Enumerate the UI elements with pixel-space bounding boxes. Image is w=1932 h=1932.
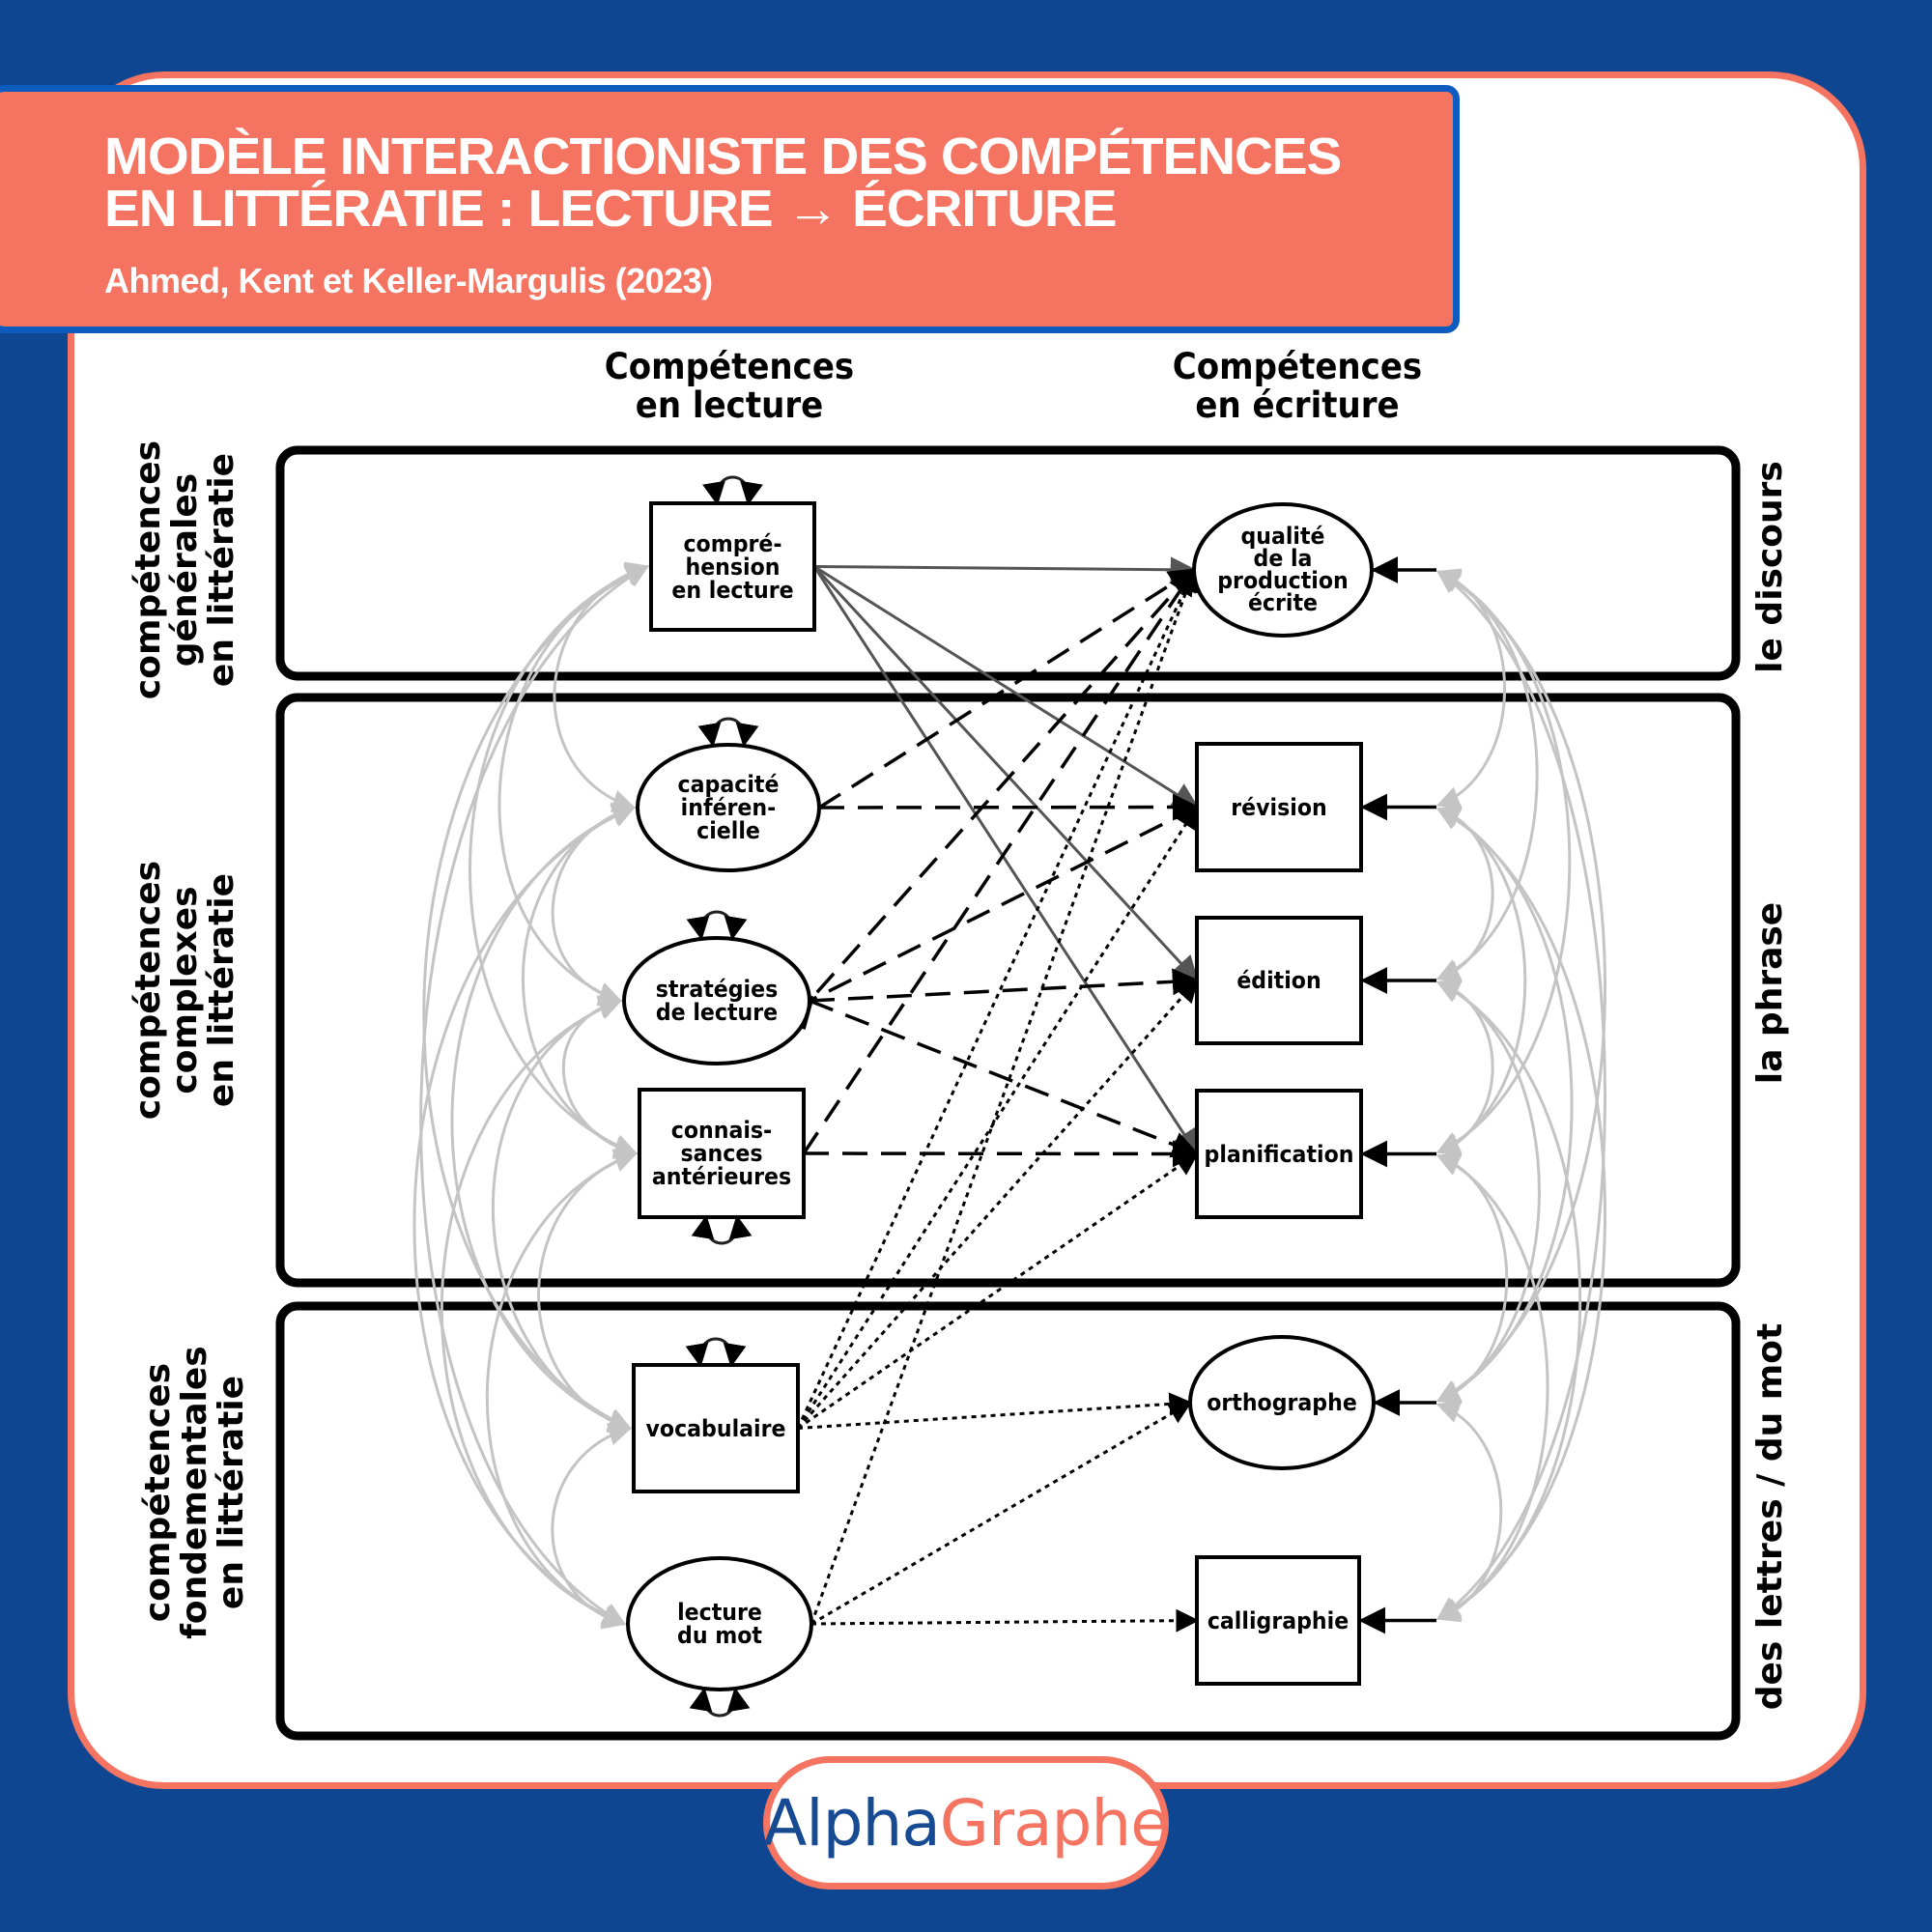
- correlation-qualite-calligraphie: [1436, 570, 1606, 1620]
- node-vocabulaire: vocabulaire: [645, 1414, 786, 1442]
- edge-dashed-qualite-to-strategies: [810, 568, 1196, 1001]
- edge-dashed-strategies-to-planification: [809, 999, 1200, 1158]
- edge-dotted-vocabulaire-to-qualite: [796, 567, 1196, 1430]
- edge-solid-comprehension-to-edition: [812, 565, 1199, 982]
- edge-solid-comprehension-to-planification: [812, 565, 1199, 1156]
- header-banner: MODÈLE INTERACTIONISTE DES COMPÉTENCES E…: [0, 85, 1460, 333]
- correlation-edition-planification: [1435, 978, 1494, 1157]
- correlation-connaissances-vocabulaire: [537, 1149, 639, 1434]
- correlation-comprehension-inferentielle: [553, 561, 650, 812]
- node-shape-calligraphie: [1195, 1555, 1361, 1686]
- node-connaissances: connais- sances antérieures: [651, 1117, 792, 1190]
- correlation-connaissances-lecture_mot: [485, 1150, 639, 1628]
- row-label-fondamentales: compétences fondementales en littératie: [138, 1346, 251, 1639]
- row-box-fondamentales: [275, 1301, 1741, 1741]
- correlation-edition-calligraphie: [1435, 980, 1582, 1620]
- edge-dashed-inferentielle-to-revision: [818, 793, 1200, 821]
- correlation-strategies-vocabulaire: [491, 997, 633, 1433]
- edge-dashed-connaissances-to-qualite: [802, 567, 1196, 1154]
- variance-loop-strategies: [686, 910, 748, 941]
- node-inferentielle: capacité inféren- cielle: [677, 771, 780, 844]
- node-shape-vocabulaire: [632, 1363, 800, 1493]
- node-shape-comprehension: [649, 501, 816, 632]
- correlation-edition-orthographe: [1435, 980, 1541, 1403]
- edge-dotted-vocabulaire-to-revision: [796, 805, 1199, 1430]
- correlation-strategies-lecture_mot: [440, 997, 627, 1628]
- correlation-vocabulaire-lecture_mot: [551, 1423, 633, 1630]
- correlation-orthographe-calligraphie: [1435, 1401, 1503, 1623]
- variance-loop-comprehension: [702, 475, 763, 506]
- node-revision: révision: [1231, 793, 1327, 821]
- correlation-qualite-planification: [1435, 570, 1572, 1153]
- variance-loop-lecture_mot: [689, 1687, 751, 1718]
- correlation-qualite-revision: [1435, 568, 1507, 809]
- edge-dashed-revision-to-strategies: [810, 805, 1198, 1002]
- node-shape-planification: [1195, 1089, 1363, 1219]
- level-label-lettres-mot: des lettres / du mot: [1750, 1322, 1790, 1711]
- edge-dashed-strategies-to-edition: [809, 968, 1200, 1003]
- correlation-planification-calligraphie: [1435, 1153, 1549, 1621]
- variance-loop-connaissances: [691, 1214, 753, 1245]
- edge-dotted-vocabulaire-to-orthographe: [797, 1392, 1193, 1430]
- node-shape-edition: [1195, 916, 1363, 1045]
- correlation-qualite-edition: [1435, 570, 1539, 980]
- correlation-inferentielle-strategies: [551, 802, 637, 1007]
- variance-loop-inferentielle: [697, 717, 759, 748]
- edge-dashed-inferentielle-to-qualite: [818, 568, 1197, 810]
- edge-dashed-connaissances-to-planification: [803, 1140, 1200, 1168]
- correlation-revision-planification: [1435, 807, 1527, 1154]
- variance-loop-vocabulaire: [685, 1337, 747, 1368]
- edge-dotted-lecture_mot-to-orthographe: [810, 1401, 1193, 1626]
- page-title: MODÈLE INTERACTIONISTE DES COMPÉTENCES E…: [104, 128, 1342, 238]
- node-calligraphie: calligraphie: [1207, 1606, 1350, 1634]
- row-label-complexes: compétences complexes en littératie: [128, 860, 242, 1121]
- page-subtitle: Ahmed, Kent et Keller-Margulis (2023): [104, 261, 713, 300]
- edge-dotted-lecture_mot-to-qualite: [810, 567, 1198, 1625]
- logo-alpha: Alpha: [763, 1785, 941, 1861]
- row-label-generales: compétences générales en littératie: [128, 440, 242, 700]
- edge-solid-comprehension-to-revision: [813, 565, 1200, 809]
- level-label-discours: le discours: [1750, 461, 1790, 673]
- edge-dotted-vocabulaire-to-planification: [797, 1152, 1199, 1430]
- correlation-comprehension-connaissances: [469, 563, 650, 1157]
- node-orthographe: orthographe: [1207, 1389, 1357, 1416]
- row-box-generales: [275, 445, 1741, 681]
- edge-dotted-vocabulaire-to-edition: [796, 979, 1199, 1430]
- node-strategies: stratégies de lecture: [655, 976, 779, 1026]
- node-qualite: qualité de la production écrite: [1217, 523, 1349, 616]
- correlation-planification-orthographe: [1435, 1152, 1509, 1405]
- edge-dotted-lecture_mot-to-calligraphie: [810, 1608, 1200, 1633]
- column-header-writing: Compétences en écriture: [1172, 346, 1423, 426]
- level-label-phrase: la phrase: [1750, 901, 1790, 1085]
- correlation-comprehension-vocabulaire: [422, 564, 650, 1431]
- node-edition: édition: [1236, 967, 1321, 994]
- correlation-revision-edition: [1435, 804, 1494, 983]
- correlation-comprehension-strategies: [497, 562, 650, 1005]
- column-header-reading: Compétences en lecture: [604, 346, 855, 426]
- node-shape-revision: [1195, 742, 1363, 872]
- correlation-comprehension-lecture_mot: [419, 565, 650, 1626]
- node-comprehension: compré- hension en lecture: [671, 529, 794, 604]
- correlation-inferentielle-lecture_mot: [412, 805, 637, 1627]
- logo-graphe: Graphe: [939, 1785, 1170, 1861]
- node-planification: planification: [1204, 1140, 1354, 1168]
- node-shape-connaissances: [638, 1088, 806, 1219]
- edge-solid-comprehension-to-qualite: [813, 556, 1197, 583]
- node-lecture-mot: lecture du mot: [677, 1599, 762, 1649]
